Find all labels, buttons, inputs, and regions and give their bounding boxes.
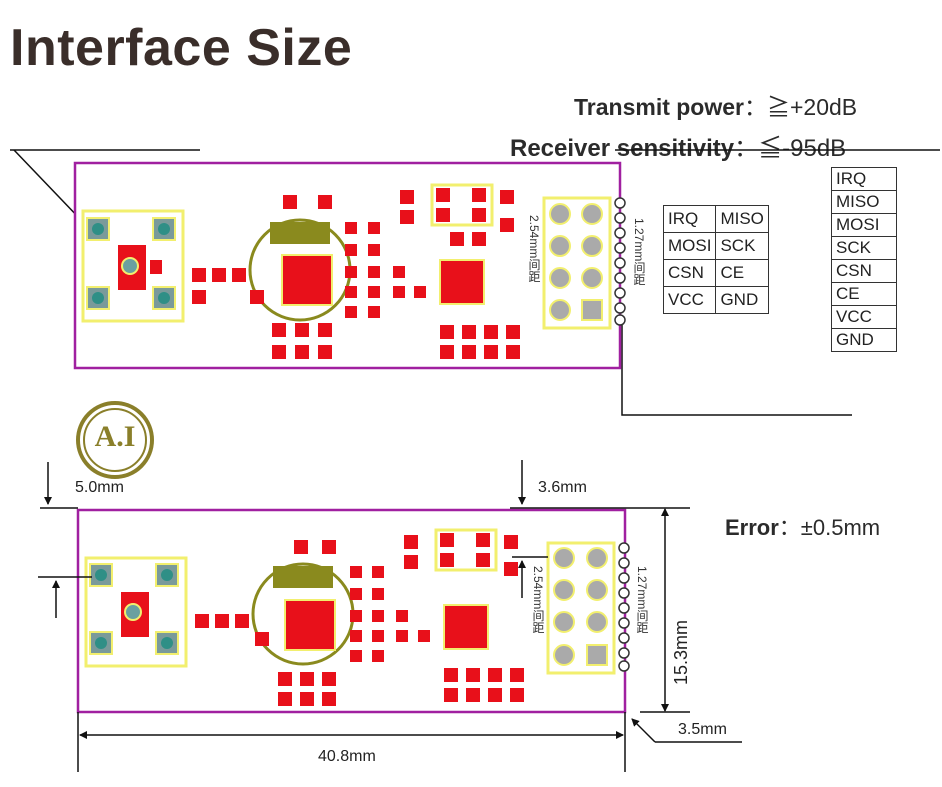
table-cell: SCK xyxy=(831,236,897,260)
header-leader-line xyxy=(621,325,852,416)
table-row: CSN xyxy=(831,259,897,283)
pin-list-table: IRQ MISO MOSI SCK CSN CE VCC GND xyxy=(831,167,897,352)
table-row: SCK xyxy=(831,236,897,260)
table-cell: GND xyxy=(715,286,769,314)
table-cell: MISO xyxy=(715,205,769,233)
table-row: MOSI xyxy=(831,213,897,237)
table-cell: MISO xyxy=(831,190,897,214)
table-cell: CSN xyxy=(831,259,897,283)
dim-height: 15.3mm xyxy=(671,620,691,686)
table-cell: IRQ xyxy=(831,167,897,191)
table-row: VCC xyxy=(831,305,897,329)
table-row: IRQ MISO xyxy=(662,205,769,233)
transmit-power-label: Transmit power xyxy=(574,94,744,120)
dim-header-offset: 3.6mm xyxy=(538,479,587,496)
top-board xyxy=(73,161,626,370)
receiver-sensitivity-label: Receiver sensitivity xyxy=(510,135,735,162)
table-cell: VCC xyxy=(831,305,897,329)
table-row: CSN CE xyxy=(662,259,769,287)
page-title: Interface Size xyxy=(10,19,353,77)
transmit-power-spec: Transmit power：≧+20dB xyxy=(574,88,857,122)
dimension-lines xyxy=(38,460,742,772)
pitch-127-label-bottom: 1.27mm间距 xyxy=(635,566,649,634)
error-value: ：±0.5mm xyxy=(778,515,881,540)
table-cell: VCC xyxy=(662,286,717,314)
table-cell: CE xyxy=(715,259,769,287)
dim-top-offset: 5.0mm xyxy=(75,479,124,496)
table-row: GND xyxy=(831,328,897,352)
table-row: MOSI SCK xyxy=(662,232,769,260)
table-row: IRQ xyxy=(831,167,897,191)
error-spec: Error：±0.5mm xyxy=(725,510,880,542)
logo xyxy=(76,401,154,479)
pitch-254-label-bottom: 2.54mm间距 xyxy=(531,566,545,634)
transmit-power-value: ：≧+20dB xyxy=(743,94,858,120)
bottom-board xyxy=(76,508,630,714)
dim-width: 40.8mm xyxy=(318,748,376,765)
pitch-127-label-top: 1.27mm间距 xyxy=(632,218,646,286)
table-cell: CSN xyxy=(662,259,717,287)
logo-text: A.I xyxy=(94,420,136,453)
table-cell: SCK xyxy=(715,232,769,260)
pin-grid-table: IRQ MISO MOSI SCK CSN CE VCC GND xyxy=(662,205,769,314)
table-row: VCC GND xyxy=(662,286,769,314)
table-cell: GND xyxy=(831,328,897,352)
receiver-sensitivity-value: ：≦-95dB xyxy=(734,135,847,162)
table-cell: IRQ xyxy=(662,205,717,233)
pitch-254-label-top: 2.54mm间距 xyxy=(527,215,541,283)
table-cell: MOSI xyxy=(831,213,897,237)
receiver-sensitivity-spec: Receiver sensitivity：≦-95dB xyxy=(510,128,846,163)
error-label: Error xyxy=(725,515,779,540)
table-cell: CE xyxy=(831,282,897,306)
table-cell: MOSI xyxy=(662,232,717,260)
table-row: CE xyxy=(831,282,897,306)
table-row: MISO xyxy=(831,190,897,214)
dim-edge-offset: 3.5mm xyxy=(678,721,727,738)
